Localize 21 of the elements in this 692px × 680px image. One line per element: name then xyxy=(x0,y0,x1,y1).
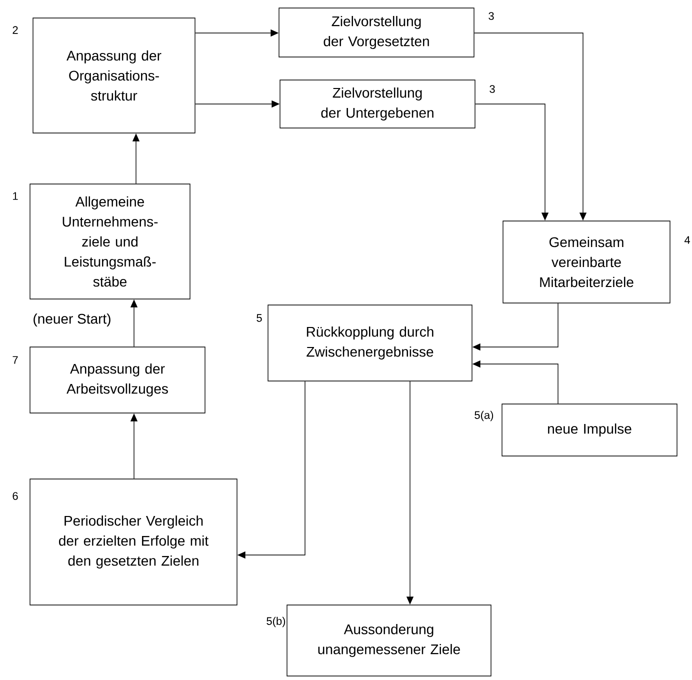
step-number: 5 xyxy=(256,314,262,322)
process-box: Zielvorstellung der Untergebenen xyxy=(280,80,476,128)
step-number: 5(b) xyxy=(266,616,286,628)
step-number: 6 xyxy=(12,492,18,500)
process-box: Zielvorstellung der Vorgesetzten xyxy=(278,8,474,58)
step-number: 4 xyxy=(684,236,690,244)
note-text: (neuer Start) xyxy=(34,313,110,327)
process-box: Rückkopplung durch Zwischenergebnisse xyxy=(268,304,472,382)
step-number: 3 xyxy=(488,12,494,20)
step-number: 1 xyxy=(13,192,18,200)
step-number: 5(a) xyxy=(474,410,494,422)
step-number: 2 xyxy=(12,26,18,34)
step-number: 7 xyxy=(12,356,18,364)
process-box: Aussonderung unangemessener Ziele xyxy=(286,604,492,676)
process-box: Anpassung der Arbeitsvollzuges xyxy=(30,346,206,414)
process-box: Anpassung der Organisations- struktur xyxy=(32,18,196,134)
process-box: Allgemeine Unternehmens- ziele und Leistungsmaß- stäbe xyxy=(30,184,190,300)
step-number: 3 xyxy=(490,85,495,93)
process-box: neue Impulse xyxy=(502,404,678,456)
process-box: Gemeinsam vereinbarte Mitarbeiterziele xyxy=(502,220,670,304)
process-box: Periodischer Vergleich der erzielten Erfolge mit den gesetzten Zielen xyxy=(30,478,238,606)
